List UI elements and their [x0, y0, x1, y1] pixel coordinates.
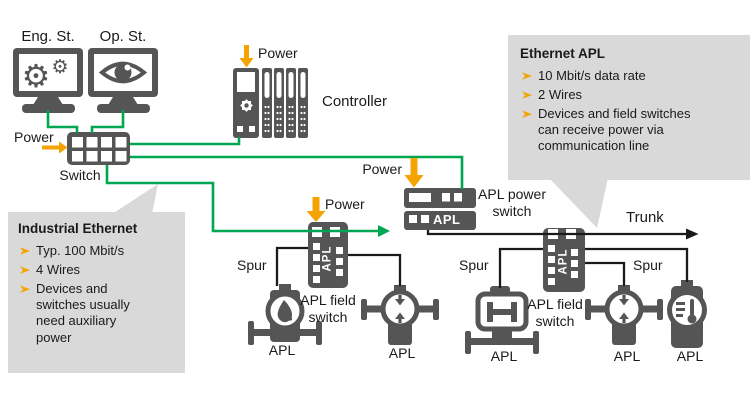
device-4-apl-label: APL [613, 348, 641, 364]
svg-text:⚙: ⚙ [22, 57, 51, 95]
device-temperature-icon [667, 280, 707, 348]
arrow-bullet-icon [20, 266, 30, 274]
controller-label: Controller [322, 93, 388, 110]
arrow-bullet-icon [522, 91, 532, 99]
device-valve-icon [465, 286, 539, 354]
spur-label-3: Spur [633, 257, 663, 273]
trunk-label: Trunk [626, 209, 664, 226]
eng-station-label: Eng. St. [21, 28, 75, 45]
bullet-item: 2 Wires [520, 87, 742, 103]
trunk-and-spur-lines [275, 230, 689, 288]
power-arrow-controller-icon [239, 45, 254, 68]
spur-label-2: Spur [459, 257, 489, 273]
bullet-item: 4 Wires [18, 262, 179, 278]
droplet-icon [277, 300, 293, 323]
ethernet-apl-callout-tail [549, 178, 608, 228]
apl-power-switch-label: APL power switch [478, 186, 546, 219]
bullet-item: 10 Mbit/s data rate [520, 68, 742, 84]
industrial-ethernet-callout-tail [112, 184, 158, 214]
device-3-apl-label: APL [490, 348, 518, 364]
device-2-apl-label: APL [388, 345, 416, 361]
controller-icon [233, 68, 308, 138]
field-switch-1-apl-text: APL [321, 245, 334, 272]
bullet-item: Devices and field switches can receive p… [520, 106, 742, 154]
switch-power-label: Power [14, 129, 54, 145]
device-pressure-1-icon [361, 285, 439, 345]
svg-text:⚙: ⚙ [51, 56, 68, 78]
switch-icon [67, 132, 130, 165]
trunk-arrowhead-icon [686, 228, 699, 240]
ethernet-apl-callout: Ethernet APL 10 Mbit/s data rate 2 Wires… [508, 35, 750, 180]
power-arrow-field-switch-icon [306, 197, 326, 222]
field-switch-2-apl-text: APL [557, 248, 570, 275]
eng-station-icon: ⚙ ⚙ [13, 48, 83, 113]
controller-power-label: Power [258, 45, 298, 61]
eye-icon [98, 61, 148, 84]
field-switch-1-label: APL field switch [300, 292, 356, 325]
arrow-bullet-icon [20, 247, 30, 255]
spur-label-1: Spur [237, 257, 267, 273]
green-ethernet-lines [46, 110, 464, 233]
industrial-ethernet-title: Industrial Ethernet [18, 221, 138, 236]
field-switch-1-power-label: Power [325, 196, 365, 212]
green-arrowhead-icon [378, 225, 390, 237]
arrow-bullet-icon [522, 72, 532, 80]
industrial-ethernet-callout: Industrial Ethernet Typ. 100 Mbit/s 4 Wi… [8, 212, 185, 373]
op-station-label: Op. St. [99, 28, 147, 45]
power-arrow-switch-icon [42, 141, 68, 154]
ethernet-apl-title: Ethernet APL [520, 46, 606, 61]
apl-power-switch-power-label: Power [362, 161, 402, 177]
device-flow-meter-icon [248, 284, 322, 345]
power-arrows [42, 45, 424, 222]
switch-label: Switch [59, 167, 101, 183]
device-5-apl-label: APL [676, 348, 704, 364]
power-arrow-apl-power-switch-icon [404, 158, 424, 188]
field-switch-2-label: APL field switch [527, 296, 583, 329]
apl-power-switch-icon [404, 188, 476, 230]
arrow-bullet-icon [20, 285, 30, 294]
arrow-bullet-icon [522, 110, 532, 119]
op-station-icon [88, 48, 158, 113]
bullet-item: Devices and switches usually need auxili… [18, 281, 179, 345]
gears-icon: ⚙ ⚙ [22, 56, 69, 95]
bullet-item: Typ. 100 Mbit/s [18, 243, 179, 259]
device-pressure-2-icon [585, 285, 663, 345]
apl-power-switch-apl-text: APL [433, 212, 461, 227]
device-1-apl-label: APL [268, 342, 296, 358]
